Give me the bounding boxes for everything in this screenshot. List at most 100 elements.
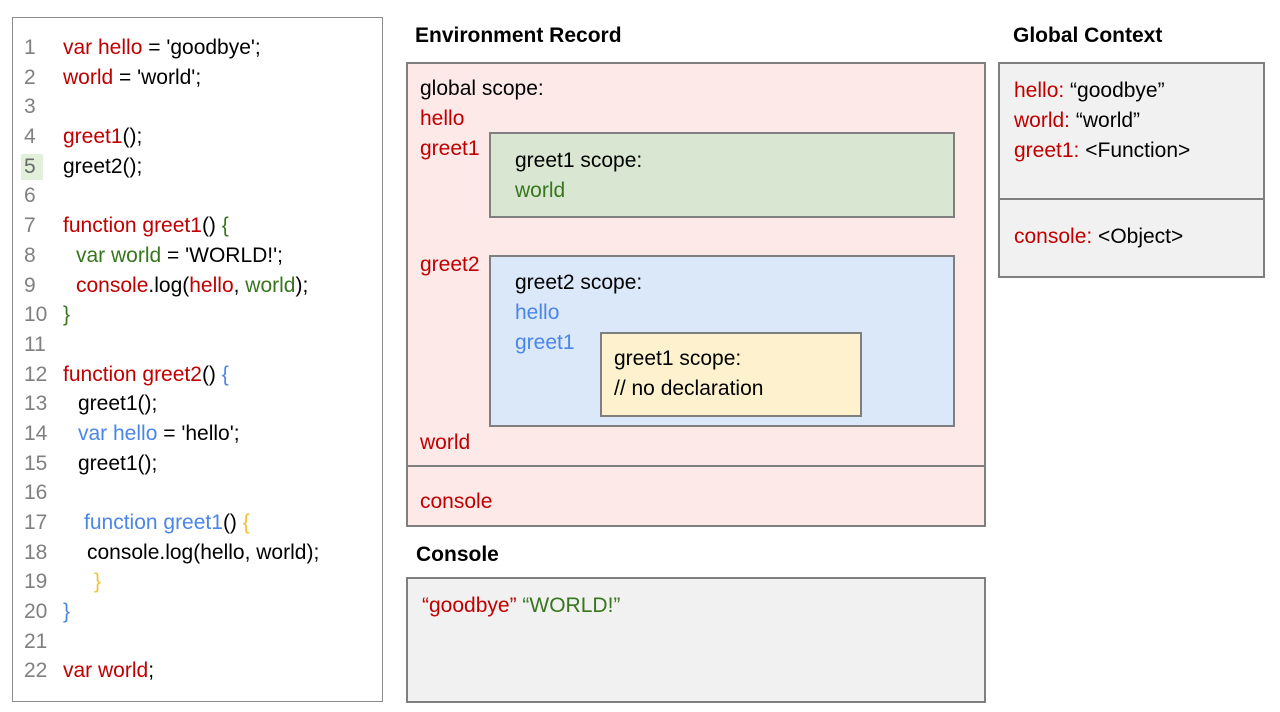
global-var-console: console <box>420 490 493 513</box>
code-segment: greet2(); <box>63 154 143 178</box>
variable-value: “goodbye” <box>1064 79 1165 102</box>
variable-value: <Object> <box>1092 225 1184 248</box>
line-number: 11 <box>24 332 46 356</box>
code-text: console.log(hello, world); <box>63 538 319 568</box>
code-text: greet1(); <box>63 449 157 479</box>
code-text: var world; <box>63 656 154 686</box>
code-text: function greet1() { <box>63 508 250 538</box>
code-segment: function greet2 <box>63 362 202 386</box>
code-segment: = 'goodbye'; <box>142 36 261 59</box>
code-segment: greet1 <box>63 125 123 149</box>
code-segment: ; <box>148 659 155 683</box>
variable-value: <Function> <box>1079 139 1191 162</box>
greet2-var-hello: hello <box>515 301 560 324</box>
global-var-greet2: greet2 <box>420 253 480 276</box>
line-number: 9 <box>24 273 36 297</box>
code-segment: var hello <box>63 36 143 59</box>
global-var-hello: hello <box>420 107 465 130</box>
greet2-scope-label: greet2 scope: <box>515 271 643 294</box>
code-editor-panel: 1 var hello = 'goodbye'; 2 world = 'world';… <box>12 17 383 702</box>
code-line: 10} <box>13 300 382 330</box>
inner-greet1-comment: // no declaration <box>614 377 764 400</box>
variable-name: world: <box>1014 109 1071 132</box>
global-context-entry: greet1: <Function> <box>1014 136 1263 166</box>
line-number: 17 <box>24 511 48 534</box>
code-line: 8 var world = 'WORLD!'; <box>13 241 382 271</box>
global-context-entries-1: hello: “goodbye”world: “world”greet1: <F… <box>1000 64 1263 166</box>
code-segment: console <box>76 273 149 297</box>
code-segment: = 'WORLD!'; <box>161 243 283 267</box>
line-number: 15 <box>24 451 48 475</box>
code-text: function greet1() { <box>63 211 229 241</box>
code-text: var world = 'WORLD!'; <box>63 241 283 271</box>
code-segment: { <box>242 511 250 534</box>
line-number: 16 <box>24 481 48 505</box>
code-segment: var world <box>76 243 162 267</box>
code-text: greet1(); <box>63 389 157 419</box>
code-line: 15 greet1(); <box>13 449 382 479</box>
greet1-scope-label: greet1 scope: <box>515 149 643 172</box>
code-line: 19} <box>13 567 382 597</box>
global-context-box-2: console: <Object> <box>998 198 1265 278</box>
line-number: 14 <box>24 421 48 445</box>
code-segment: function greet1 <box>84 511 223 534</box>
code-segment: world <box>245 273 296 297</box>
code-line: 7 function greet1() { <box>13 211 382 241</box>
code-text: } <box>63 300 70 330</box>
code-segment: function greet1 <box>63 214 202 238</box>
line-number: 20 <box>24 600 48 624</box>
code-segment: greet1(); <box>78 392 158 416</box>
code-segment: = 'hello'; <box>157 421 240 445</box>
line-number: 3 <box>24 95 36 119</box>
line-number: 7 <box>24 214 36 238</box>
global-context-title: Global Context <box>1013 24 1163 47</box>
code-segment: () <box>201 362 222 386</box>
global-context-entry: console: <Object> <box>1014 222 1263 252</box>
code-text: var hello = 'hello'; <box>63 419 240 449</box>
code-text: var hello = 'goodbye'; <box>63 33 261 63</box>
global-context-box-1: hello: “goodbye”world: “world”greet1: <F… <box>998 62 1265 200</box>
code-line: 20} <box>13 597 382 627</box>
inner-greet1-scope-box: greet1 scope: // no declaration <box>600 332 862 417</box>
line-number: 1 <box>24 36 36 59</box>
line-number: 22 <box>24 659 48 683</box>
current-line-highlight: 5 <box>21 153 43 180</box>
code-line: 9 console.log(hello, world); <box>13 271 382 301</box>
code-line: 1 var hello = 'goodbye'; <box>13 33 382 63</box>
code-segment: = 'world'; <box>113 65 202 89</box>
global-scope-box: global scope: hello greet1 greet2 world … <box>406 62 986 467</box>
code-segment: world <box>63 65 114 89</box>
code-segment: } <box>94 570 102 594</box>
code-line: 14 var hello = 'hello'; <box>13 419 382 449</box>
code-line: 6 <box>13 181 382 211</box>
code-segment: { <box>221 214 229 238</box>
inner-greet1-scope-label: greet1 scope: <box>614 347 742 370</box>
line-number: 6 <box>24 184 36 208</box>
code-segment: { <box>221 362 229 386</box>
line-number: 4 <box>24 125 36 149</box>
code-segment: } <box>63 303 71 327</box>
code-segment: } <box>63 600 71 624</box>
code-text: } <box>63 567 101 597</box>
code-text: function greet2() { <box>63 360 229 390</box>
variable-name: hello: <box>1014 79 1065 102</box>
variable-name: greet1: <box>1014 139 1080 162</box>
code-segment: greet1(); <box>78 451 158 475</box>
line-number: 8 <box>24 243 36 267</box>
greet2-scope-box: greet2 scope: hello greet1 greet1 scope:… <box>489 255 955 427</box>
line-number: 2 <box>24 65 36 89</box>
line-number: 5 <box>13 152 63 182</box>
code-line: 21 <box>13 627 382 657</box>
variable-name: console: <box>1014 225 1093 248</box>
code-line: 11 <box>13 330 382 360</box>
code-segment: console.log(hello, world); <box>87 540 320 564</box>
line-number: 19 <box>24 570 48 594</box>
code-text: console.log(hello, world); <box>63 271 308 301</box>
global-context-entries-2: console: <Object> <box>1000 200 1263 252</box>
code-segment: var world <box>63 659 149 683</box>
global-context-entry: world: “world” <box>1014 106 1263 136</box>
